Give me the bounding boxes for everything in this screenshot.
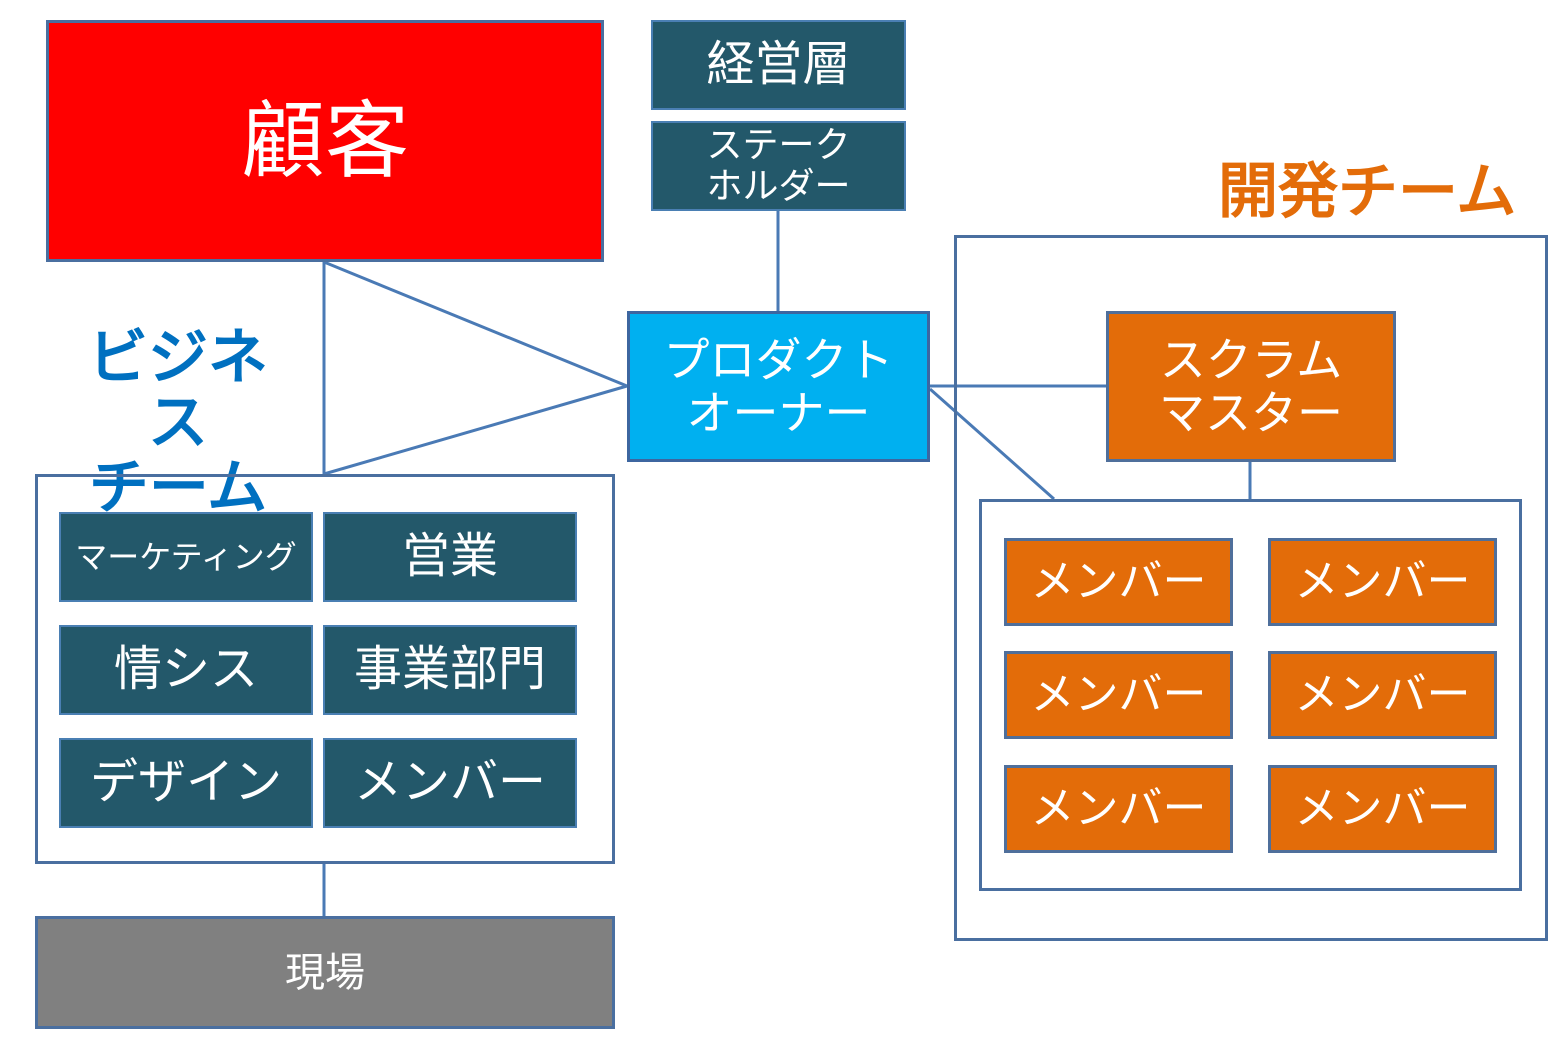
business-cell-label: 営業 [401,528,498,585]
dev-member-box: メンバー [1268,538,1497,626]
business-cell-label: マーケティング [75,537,297,576]
business-cell-member: メンバー [323,738,577,828]
product-owner-line1: プロダクト [663,332,894,387]
dev-member-label: メンバー [1294,668,1471,720]
dev-team-title: 開発チーム [1218,157,1517,227]
field-label: 現場 [285,949,365,996]
dev-member-label: メンバー [1030,555,1207,607]
dev-members-frame [979,499,1522,891]
dev-member-box: メンバー [1268,651,1497,739]
customer-box: 顧客 [46,20,604,262]
dev-member-label: メンバー [1294,555,1471,607]
business-cell-sales: 営業 [323,512,577,602]
business-cell-label: デザイン [89,754,282,811]
management-box: 経営層 [651,20,906,110]
product-owner-line2: オーナー [686,385,871,440]
dev-member-box: メンバー [1004,538,1233,626]
business-team-title-line1: ビジネス [88,323,268,458]
stakeholder-line1: ステーク [706,124,851,166]
po-to-members-line [929,387,1055,501]
dev-member-box: メンバー [1268,765,1497,853]
business-cell-it: 情シス [59,625,313,715]
management-label: 経営層 [706,36,851,93]
field-box: 現場 [35,916,615,1029]
business-cell-label: 情シス [113,641,258,698]
business-cell-marketing: マーケティング [59,512,313,602]
business-team-title-line2: チーム [88,452,268,523]
business-cell-label: 事業部門 [353,641,546,698]
dev-member-label: メンバー [1030,668,1207,720]
dev-member-label: メンバー [1030,782,1207,834]
business-cell-label: メンバー [353,754,546,811]
dev-member-box: メンバー [1004,765,1233,853]
customer-label: 顧客 [240,91,409,190]
dev-member-box: メンバー [1004,651,1233,739]
business-cell-design: デザイン [59,738,313,828]
business-team-frame [35,474,615,864]
dev-member-label: メンバー [1294,782,1471,834]
business-to-po-line [323,384,628,476]
scrum-master-line1: スクラム [1159,332,1343,387]
stakeholder-box: ステーク ホルダー [651,121,906,211]
stakeholder-line2: ホルダー [706,166,851,207]
customer-to-po-line [323,260,628,388]
business-cell-division: 事業部門 [323,625,577,715]
business-team-title: ビジネス チーム [68,326,288,520]
scrum-master-box: スクラム マスター [1106,311,1396,462]
product-owner-box: プロダクト オーナー [627,311,930,462]
dev-team-frame [954,235,1548,941]
scrum-master-line2: マスター [1159,385,1343,440]
